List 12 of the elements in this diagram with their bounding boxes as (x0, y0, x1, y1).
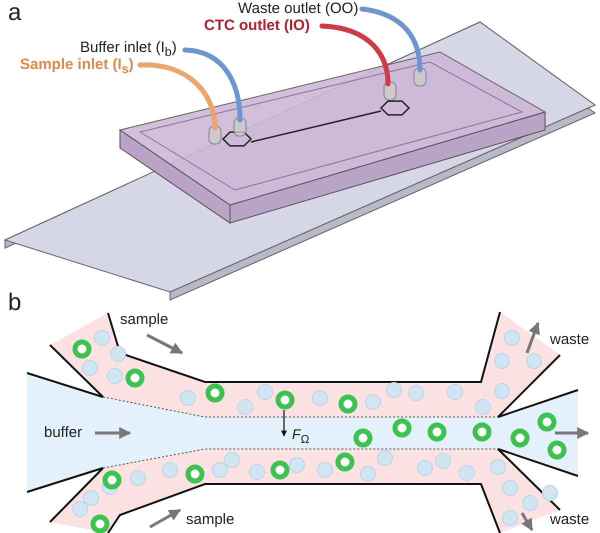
flow-label: sample (120, 312, 168, 328)
flow-label: waste (550, 512, 590, 528)
flow-label: buffer (44, 425, 82, 442)
port-label: Waste outlet (OO) (238, 1, 358, 18)
flow-label: waste (550, 332, 590, 348)
panel-letter: a (8, 0, 22, 26)
port-label: Buffer inlet (I$_{b}$) (80, 40, 177, 59)
force-label: F$_{Ω}$ (292, 427, 310, 447)
flow-label: sample (186, 512, 234, 528)
port-label: Sample inlet (I$_{s}$) (20, 57, 134, 77)
panel-letter: b (8, 290, 22, 316)
port-label: CTC outlet (IO) (204, 18, 310, 34)
